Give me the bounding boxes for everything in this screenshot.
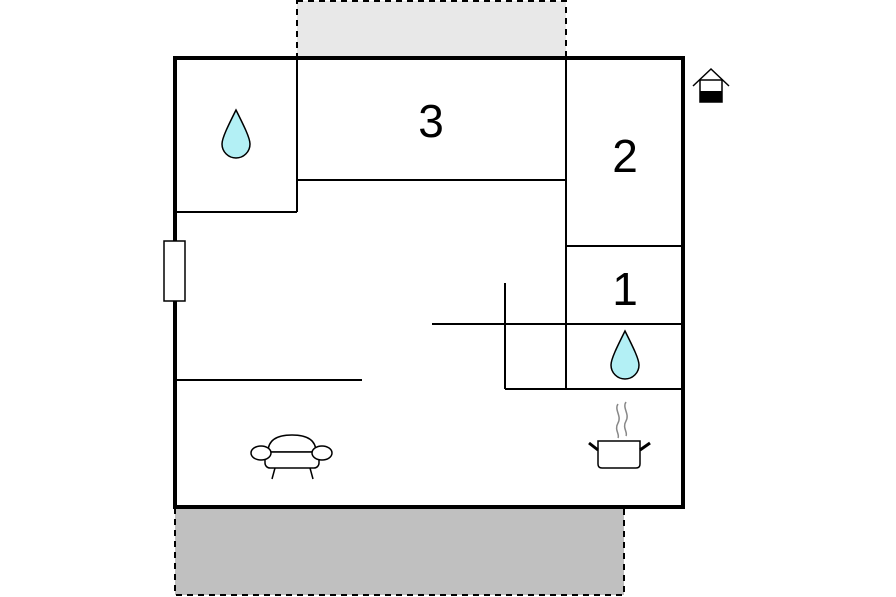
terrace-top: [296, 0, 567, 59]
outer-wall: [173, 56, 685, 509]
sofa-icon: [250, 434, 333, 480]
house-icon: [692, 67, 730, 103]
interior-walls: [175, 58, 683, 390]
cooking-pot-icon: [588, 401, 651, 469]
room-2-label: 2: [612, 130, 638, 182]
room-1-label: 1: [612, 263, 638, 315]
terrace-bottom: [174, 506, 625, 596]
window: [163, 240, 186, 302]
room-3-label: 3: [418, 95, 444, 147]
water-drop-icon: [221, 108, 251, 159]
water-drop-icon: [610, 329, 640, 380]
